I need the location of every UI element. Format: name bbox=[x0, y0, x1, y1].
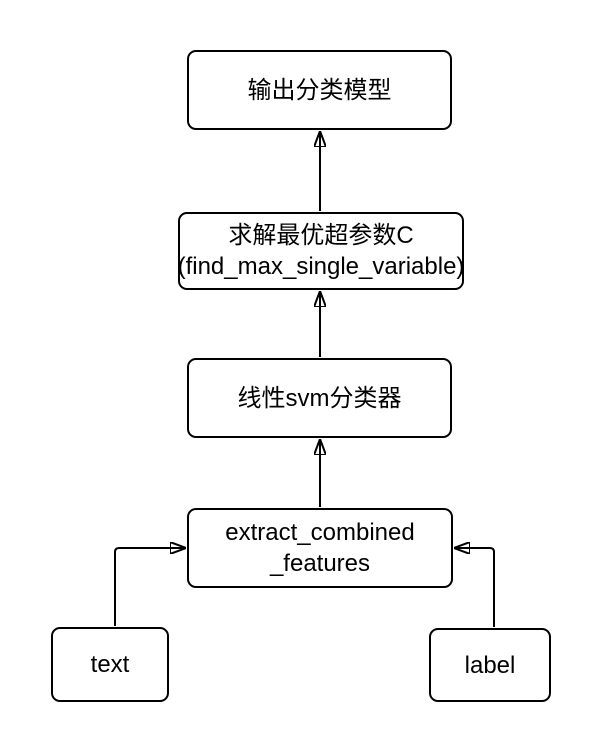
node-label-input-label: label bbox=[464, 651, 516, 679]
node-output-model: 输出分类模型 bbox=[187, 50, 452, 130]
node-extract-features-label-line1: extract_combined bbox=[225, 519, 415, 546]
node-find-max-hyperparameter: 求解最优超参数C (find_max_single_variable) bbox=[178, 212, 464, 290]
node-text-input: text bbox=[51, 627, 169, 702]
node-extract-features-label-line2: _features bbox=[269, 550, 371, 577]
arrow-text-to-extract bbox=[114, 548, 185, 626]
node-text-input-label: text bbox=[90, 651, 130, 678]
arrow-label-to-extract bbox=[455, 548, 495, 627]
node-svm-classifier: 线性svm分类器 bbox=[187, 358, 452, 438]
node-extract-combined-features: extract_combined _features bbox=[187, 508, 453, 588]
node-find-max-label-line2: (find_max_single_variable) bbox=[177, 253, 465, 280]
node-svm-classifier-label: 线性svm分类器 bbox=[237, 384, 402, 412]
node-find-max-label-line1: 求解最优超参数C bbox=[228, 222, 414, 249]
node-label-input: label bbox=[429, 628, 551, 702]
node-output-model-label: 输出分类模型 bbox=[247, 76, 392, 104]
